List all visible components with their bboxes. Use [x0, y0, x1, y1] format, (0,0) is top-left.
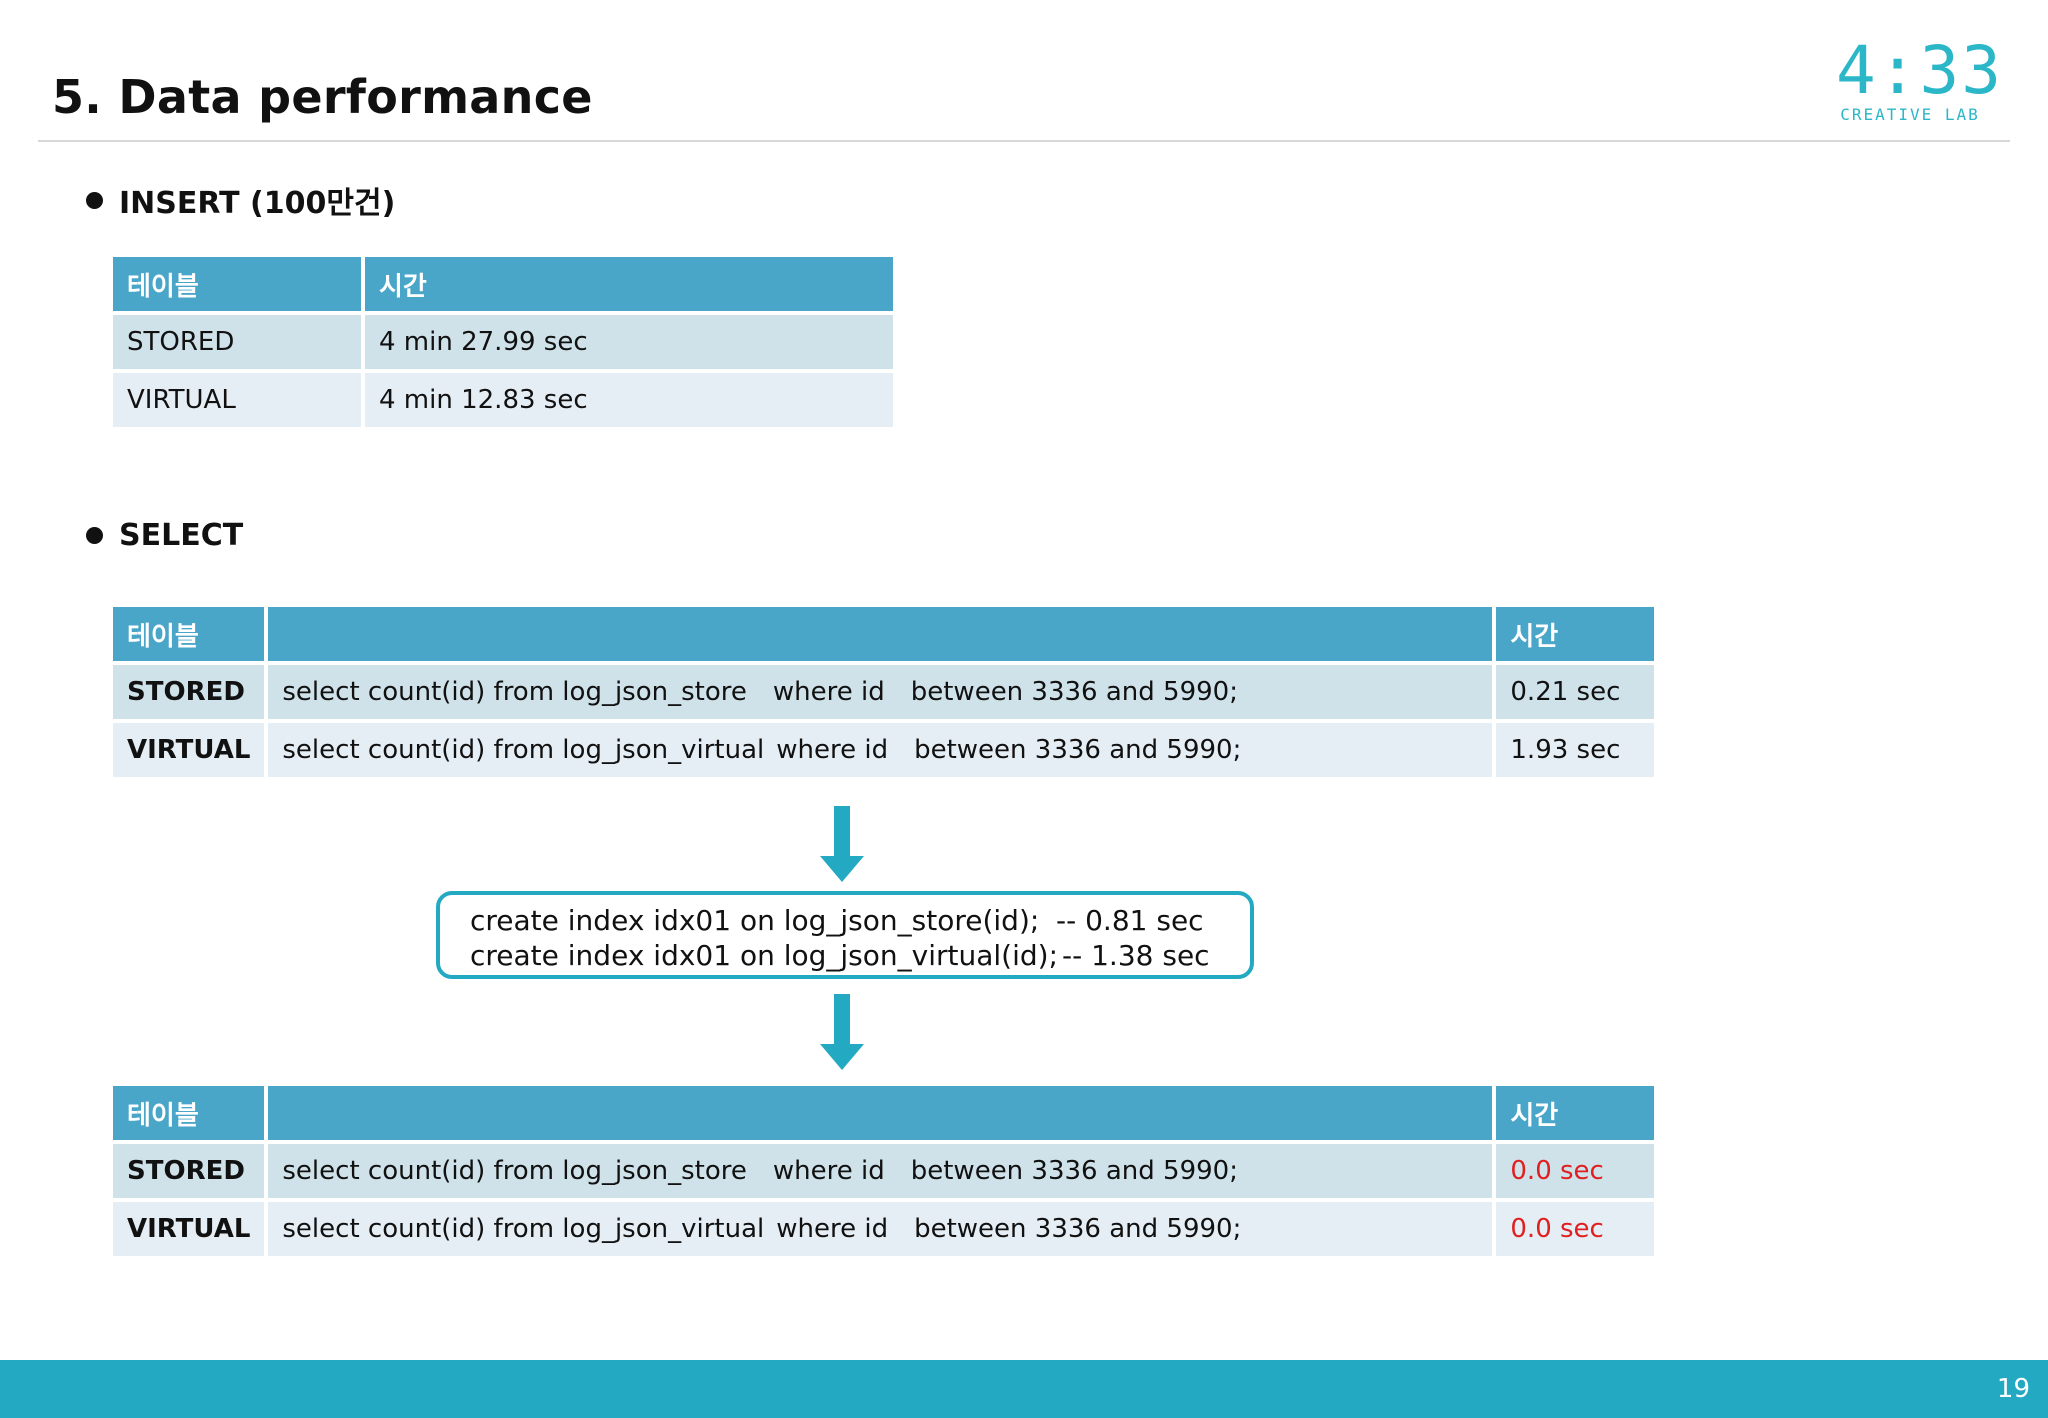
query-select-part: select count(id) from log_json_virtual	[282, 735, 765, 765]
table-header-row: 테이블 시간	[113, 607, 1655, 661]
bullet-icon	[86, 191, 103, 209]
cell-time: 0.0 sec	[1496, 1202, 1655, 1256]
title-divider	[38, 140, 2010, 142]
table-row: STORED 4 min 27.99 sec	[113, 315, 893, 369]
column-header-query	[268, 607, 1493, 661]
company-logo: 4:33 CREATIVE LAB	[1836, 32, 2003, 124]
bullet-icon	[86, 527, 103, 544]
footer-bar: 19	[0, 1360, 2048, 1418]
logo-subtitle: CREATIVE LAB	[1840, 105, 1980, 124]
cell-query: select count(id) from log_json_virtual wh…	[268, 1202, 1493, 1256]
query-between-part: between 3336 and 5990;	[910, 677, 1238, 707]
cell-table-name: VIRTUAL	[113, 723, 265, 777]
cell-time: 4 min 27.99 sec	[365, 315, 893, 369]
insert-table: 테이블 시간 STORED 4 min 27.99 sec VIRTUAL 4 …	[109, 253, 897, 431]
column-header-query	[268, 1086, 1493, 1140]
query-select-part: select count(id) from log_json_store	[282, 677, 747, 707]
query-between-part: between 3336 and 5990;	[914, 1214, 1242, 1244]
index-creation-box: create index idx01 on log_json_store(id)…	[436, 891, 1254, 979]
query-where-part: where id	[772, 1156, 885, 1186]
page-number: 19	[1996, 1374, 2030, 1404]
query-where-part: where id	[776, 735, 889, 765]
cell-query: select count(id) from log_json_store wher…	[268, 1144, 1493, 1198]
cell-table-name: VIRTUAL	[113, 1202, 265, 1256]
column-header-table: 테이블	[113, 257, 361, 311]
query-select-part: select count(id) from log_json_virtual	[282, 1214, 765, 1244]
table-row: STORED select count(id) from log_json_st…	[113, 665, 1655, 719]
select-heading: SELECT	[86, 518, 243, 553]
select-heading-label: SELECT	[119, 518, 244, 553]
index-line: create index idx01 on log_json_store(id)…	[470, 903, 1250, 938]
query-between-part: between 3336 and 5990;	[910, 1156, 1238, 1186]
column-header-table: 테이블	[113, 607, 265, 661]
table-row: STORED select count(id) from log_json_st…	[113, 1144, 1655, 1198]
cell-time: 0.0 sec	[1496, 1144, 1655, 1198]
table-header-row: 테이블 시간	[113, 257, 893, 311]
cell-query: select count(id) from log_json_store wher…	[268, 665, 1493, 719]
index-sql: create index idx01 on log_json_virtual(i…	[470, 939, 1058, 972]
select-table-before: 테이블 시간 STORED select count(id) from log_…	[109, 603, 1658, 781]
column-header-table: 테이블	[113, 1086, 265, 1140]
insert-heading-label: INSERT (100만건)	[119, 186, 396, 221]
index-duration: -- 1.38 sec	[1062, 939, 1210, 972]
cell-table-name: STORED	[113, 1144, 265, 1198]
column-header-time: 시간	[365, 257, 893, 311]
index-sql: create index idx01 on log_json_store(id)…	[470, 904, 1040, 937]
logo-digits: 4:33	[1836, 32, 2003, 109]
cell-time: 1.93 sec	[1496, 723, 1655, 777]
table-row: VIRTUAL select count(id) from log_json_v…	[113, 1202, 1655, 1256]
index-line: create index idx01 on log_json_virtual(i…	[470, 938, 1250, 973]
cell-table-name: VIRTUAL	[113, 373, 361, 427]
insert-heading: INSERT (100만건)	[86, 178, 395, 222]
table-row: VIRTUAL select count(id) from log_json_v…	[113, 723, 1655, 777]
cell-table-name: STORED	[113, 665, 265, 719]
column-header-time: 시간	[1496, 1086, 1655, 1140]
page-title: 5. Data performance	[52, 70, 593, 124]
query-between-part: between 3336 and 5990;	[914, 735, 1242, 765]
table-row: VIRTUAL 4 min 12.83 sec	[113, 373, 893, 427]
query-where-part: where id	[776, 1214, 889, 1244]
query-where-part: where id	[772, 677, 885, 707]
down-arrow-icon	[820, 806, 864, 882]
cell-time: 0.21 sec	[1496, 665, 1655, 719]
query-select-part: select count(id) from log_json_store	[282, 1156, 747, 1186]
cell-table-name: STORED	[113, 315, 361, 369]
cell-time: 4 min 12.83 sec	[365, 373, 893, 427]
table-header-row: 테이블 시간	[113, 1086, 1655, 1140]
column-header-time: 시간	[1496, 607, 1655, 661]
down-arrow-icon	[820, 994, 864, 1070]
index-duration: -- 0.81 sec	[1056, 904, 1204, 937]
cell-query: select count(id) from log_json_virtual wh…	[268, 723, 1493, 777]
select-table-after: 테이블 시간 STORED select count(id) from log_…	[109, 1082, 1658, 1260]
